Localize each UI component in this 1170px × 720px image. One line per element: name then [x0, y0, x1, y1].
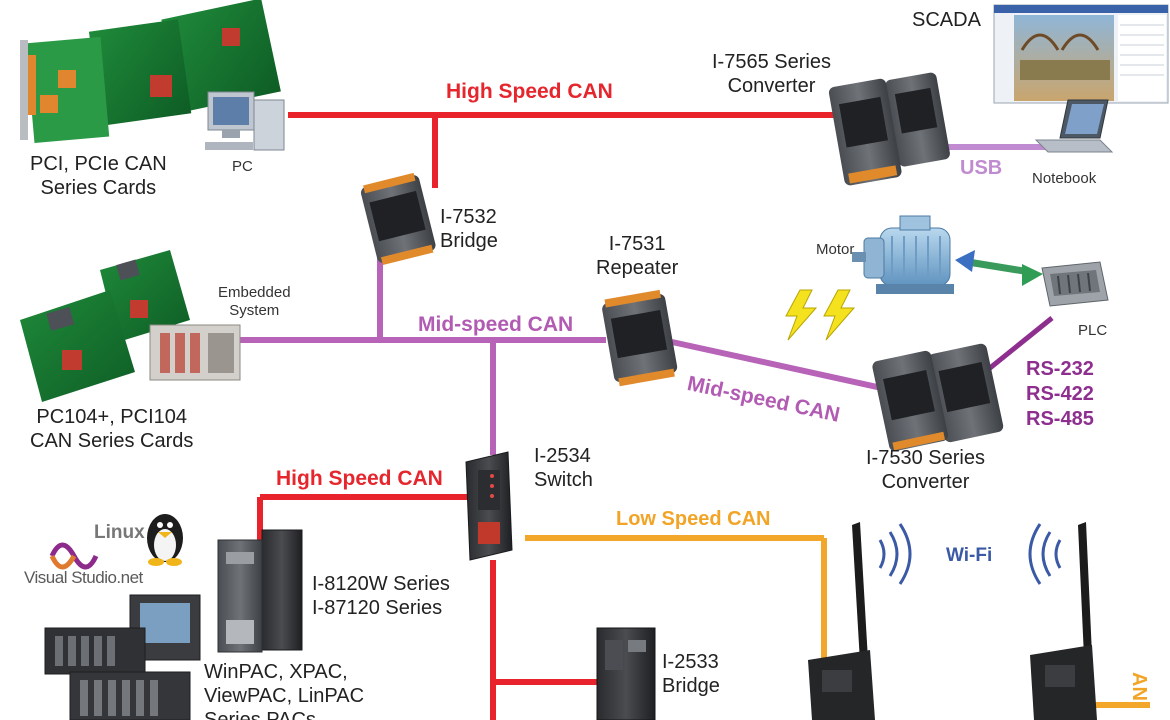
- i7565-converter-icon: [828, 72, 950, 186]
- high-speed-can-left-label: High Speed CAN: [276, 467, 443, 490]
- wifi-waves-left-icon: [878, 523, 912, 585]
- pc104-cards-icon: [20, 250, 190, 402]
- rs-serial-link: [983, 316, 1054, 374]
- i7565-label: I-7565 Series Converter: [712, 50, 831, 98]
- i7530-converter-icon: [872, 343, 1004, 452]
- pci-cards-label-line2: Series Cards: [40, 177, 157, 199]
- i8120-label-line2: I-87120 Series: [312, 597, 443, 619]
- pc104-label-line2: CAN Series Cards: [30, 430, 194, 452]
- lightning-icon: [785, 289, 856, 341]
- pci-cards-icon: [20, 0, 281, 144]
- i2534-label-line2: Switch: [534, 469, 593, 491]
- pacs-label-line2: ViewPAC, LinPAC: [204, 685, 365, 707]
- notebook-icon: [1034, 99, 1114, 153]
- plc-icon: [1041, 261, 1109, 307]
- i7530-label-line2: Converter: [881, 471, 970, 493]
- embedded-system-label: Embedded System: [218, 284, 291, 320]
- linux-penguin-icon: [147, 514, 183, 566]
- i7530-label-line1: I-7530 Series: [866, 447, 985, 469]
- i8120-label-line1: I-8120W Series: [312, 573, 450, 595]
- i2533-label: I-2533 Bridge: [662, 650, 720, 698]
- visual-studio-label: Visual Studio.net: [24, 568, 143, 587]
- i7565-label-line1: I-7565 Series: [712, 51, 831, 73]
- wifi-waves-right-icon: [1028, 523, 1062, 585]
- rs-serial-label: RS-232 RS-422 RS-485: [1026, 357, 1094, 432]
- plc-label: PLC: [1078, 322, 1108, 339]
- high-speed-can-top-bus: [288, 112, 842, 188]
- pac-controllers-icon: [44, 594, 201, 720]
- motor-label: Motor: [816, 241, 855, 258]
- pacs-label: WinPAC, XPAC, ViewPAC, LinPAC Series PAC…: [204, 660, 364, 720]
- pci-cards-label-line1: PCI, PCIe CAN: [30, 153, 167, 175]
- rs232-label: RS-232: [1026, 358, 1094, 380]
- usb-label: USB: [960, 157, 1003, 179]
- high-speed-can-top-label: High Speed CAN: [446, 80, 613, 103]
- i7530-label: I-7530 Series Converter: [866, 446, 985, 494]
- i7532-bridge-icon: [360, 172, 436, 266]
- scada-screen-icon: [993, 4, 1169, 104]
- pacs-label-line3: Series PACs: [204, 709, 316, 720]
- i8120-modules-icon: [217, 529, 303, 653]
- motor-icon: [852, 215, 954, 294]
- embedded-system-label-line2: System: [229, 302, 280, 319]
- low-speed-can-label: Low Speed CAN: [616, 508, 771, 530]
- rs485-label: RS-485: [1026, 408, 1094, 430]
- low-speed-can-fragment-label: AN: [1128, 672, 1150, 701]
- pci-cards-label: PCI, PCIe CAN Series Cards: [30, 152, 167, 200]
- i2534-label-line1: I-2534: [534, 445, 591, 467]
- pc104-label-line1: PC104+, PCI104: [36, 406, 188, 428]
- i8120-label: I-8120W Series I-87120 Series: [312, 572, 450, 620]
- i7532-label: I-7532 Bridge: [440, 205, 498, 253]
- low-speed-can-bus: [525, 535, 1150, 708]
- pacs-label-line1: WinPAC, XPAC,: [204, 661, 348, 683]
- embedded-system-label-line1: Embedded: [218, 284, 291, 301]
- wireless-device-left-icon: [808, 522, 875, 720]
- pc104-label: PC104+, PCI104 CAN Series Cards: [30, 405, 193, 453]
- i7532-label-line1: I-7532: [440, 206, 497, 228]
- i2534-switch-icon: [465, 451, 513, 561]
- i7531-label-line2: Repeater: [596, 257, 679, 279]
- pc-icon: [205, 91, 285, 151]
- notebook-label: Notebook: [1032, 170, 1097, 187]
- i7531-repeater-icon: [602, 289, 678, 387]
- motor-plc-arrow: [955, 250, 1043, 286]
- embedded-system-icon: [149, 324, 241, 381]
- wireless-device-right-icon: [1030, 522, 1097, 720]
- scada-label: SCADA: [912, 9, 981, 31]
- mid-speed-can-label: Mid-speed CAN: [418, 313, 574, 336]
- rs422-label: RS-422: [1026, 383, 1094, 405]
- i2533-label-line1: I-2533: [662, 651, 719, 673]
- mid-speed-can-bus: [240, 255, 901, 455]
- i2533-bridge-icon: [596, 627, 656, 720]
- pc-label: PC: [232, 158, 253, 175]
- i2533-label-line2: Bridge: [662, 675, 720, 697]
- i7532-label-line2: Bridge: [440, 230, 498, 252]
- i7565-label-line2: Converter: [727, 75, 816, 97]
- wifi-label: Wi-Fi: [946, 545, 993, 566]
- i7531-label: I-7531 Repeater: [596, 232, 678, 280]
- linux-label: Linux: [94, 522, 145, 543]
- i7531-label-line1: I-7531: [608, 233, 666, 255]
- i2534-label: I-2534 Switch: [534, 444, 593, 492]
- visual-studio-logo-icon: [49, 542, 99, 570]
